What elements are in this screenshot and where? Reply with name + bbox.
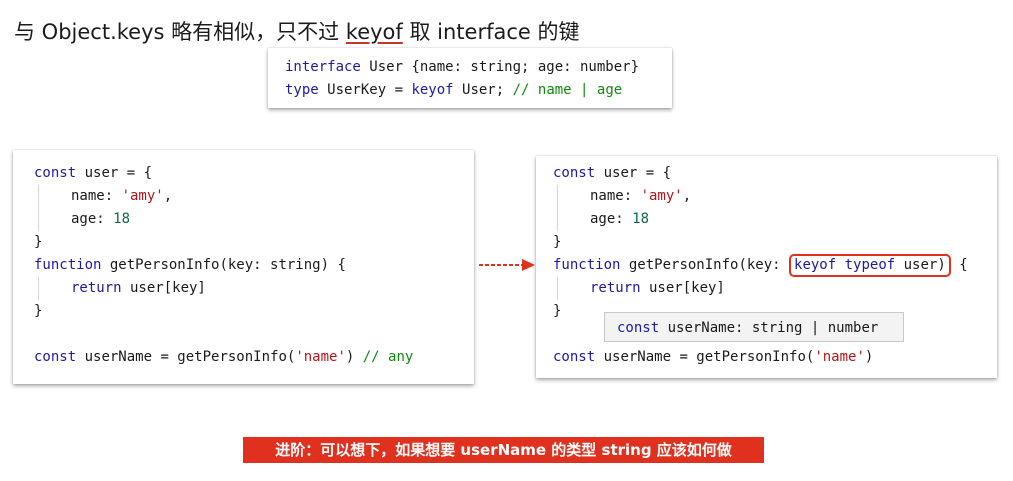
code-line: function getPersonInfo(key: string) { xyxy=(34,257,346,273)
code-line xyxy=(34,323,413,346)
code-line: const user = { xyxy=(34,165,153,181)
code-line: const user = { xyxy=(553,165,672,181)
code-line: return user[key] xyxy=(553,277,968,300)
code-line: type UserKey = keyof User; // name | age xyxy=(285,82,623,98)
code-line: name: 'amy', xyxy=(553,185,968,208)
heading-text: 与 Object.keys 略有相似，只不过 xyxy=(14,20,346,44)
after-code-panel: const user = { name: 'amy',age: 18} functi… xyxy=(536,156,997,378)
code-line: age: 18 xyxy=(553,208,968,231)
arrow-right-icon xyxy=(479,259,535,271)
heading-keyof: keyof xyxy=(345,20,403,44)
code-line: } xyxy=(34,234,43,250)
code-line: } xyxy=(553,234,562,250)
code-line: return user[key] xyxy=(34,277,413,300)
code-line: const userName = getPersonInfo('name') xyxy=(553,349,874,365)
page-heading: 与 Object.keys 略有相似，只不过 keyof 取 interface… xyxy=(14,16,580,46)
code-line: age: 18 xyxy=(34,208,413,231)
highlight-box: keyof typeof user) xyxy=(789,254,951,277)
code-line: function getPersonInfo(key: keyof typeof… xyxy=(553,254,968,277)
before-code-panel: const user = { name: 'amy',age: 18} functi… xyxy=(13,150,474,384)
type-hover-tooltip: const userName: string | number xyxy=(604,312,904,342)
heading-text-end: 取 interface 的键 xyxy=(402,20,580,44)
after-code: const user = { name: 'amy',age: 18} functi… xyxy=(553,162,968,369)
code-line: const userName = getPersonInfo('name') /… xyxy=(34,349,414,365)
advanced-question-banner: 进阶：可以想下，如果想要 userName 的类型 string 应该如何做 xyxy=(243,437,764,463)
keyof-example-code: interface User {name: string; age: numbe… xyxy=(285,56,639,102)
before-code: const user = { name: 'amy',age: 18} functi… xyxy=(34,162,413,369)
code-line: name: 'amy', xyxy=(34,185,413,208)
keyof-example-panel: interface User {name: string; age: numbe… xyxy=(268,48,672,108)
code-line: } xyxy=(553,303,562,319)
code-line: interface User {name: string; age: numbe… xyxy=(285,59,640,75)
code-line: } xyxy=(34,303,43,319)
